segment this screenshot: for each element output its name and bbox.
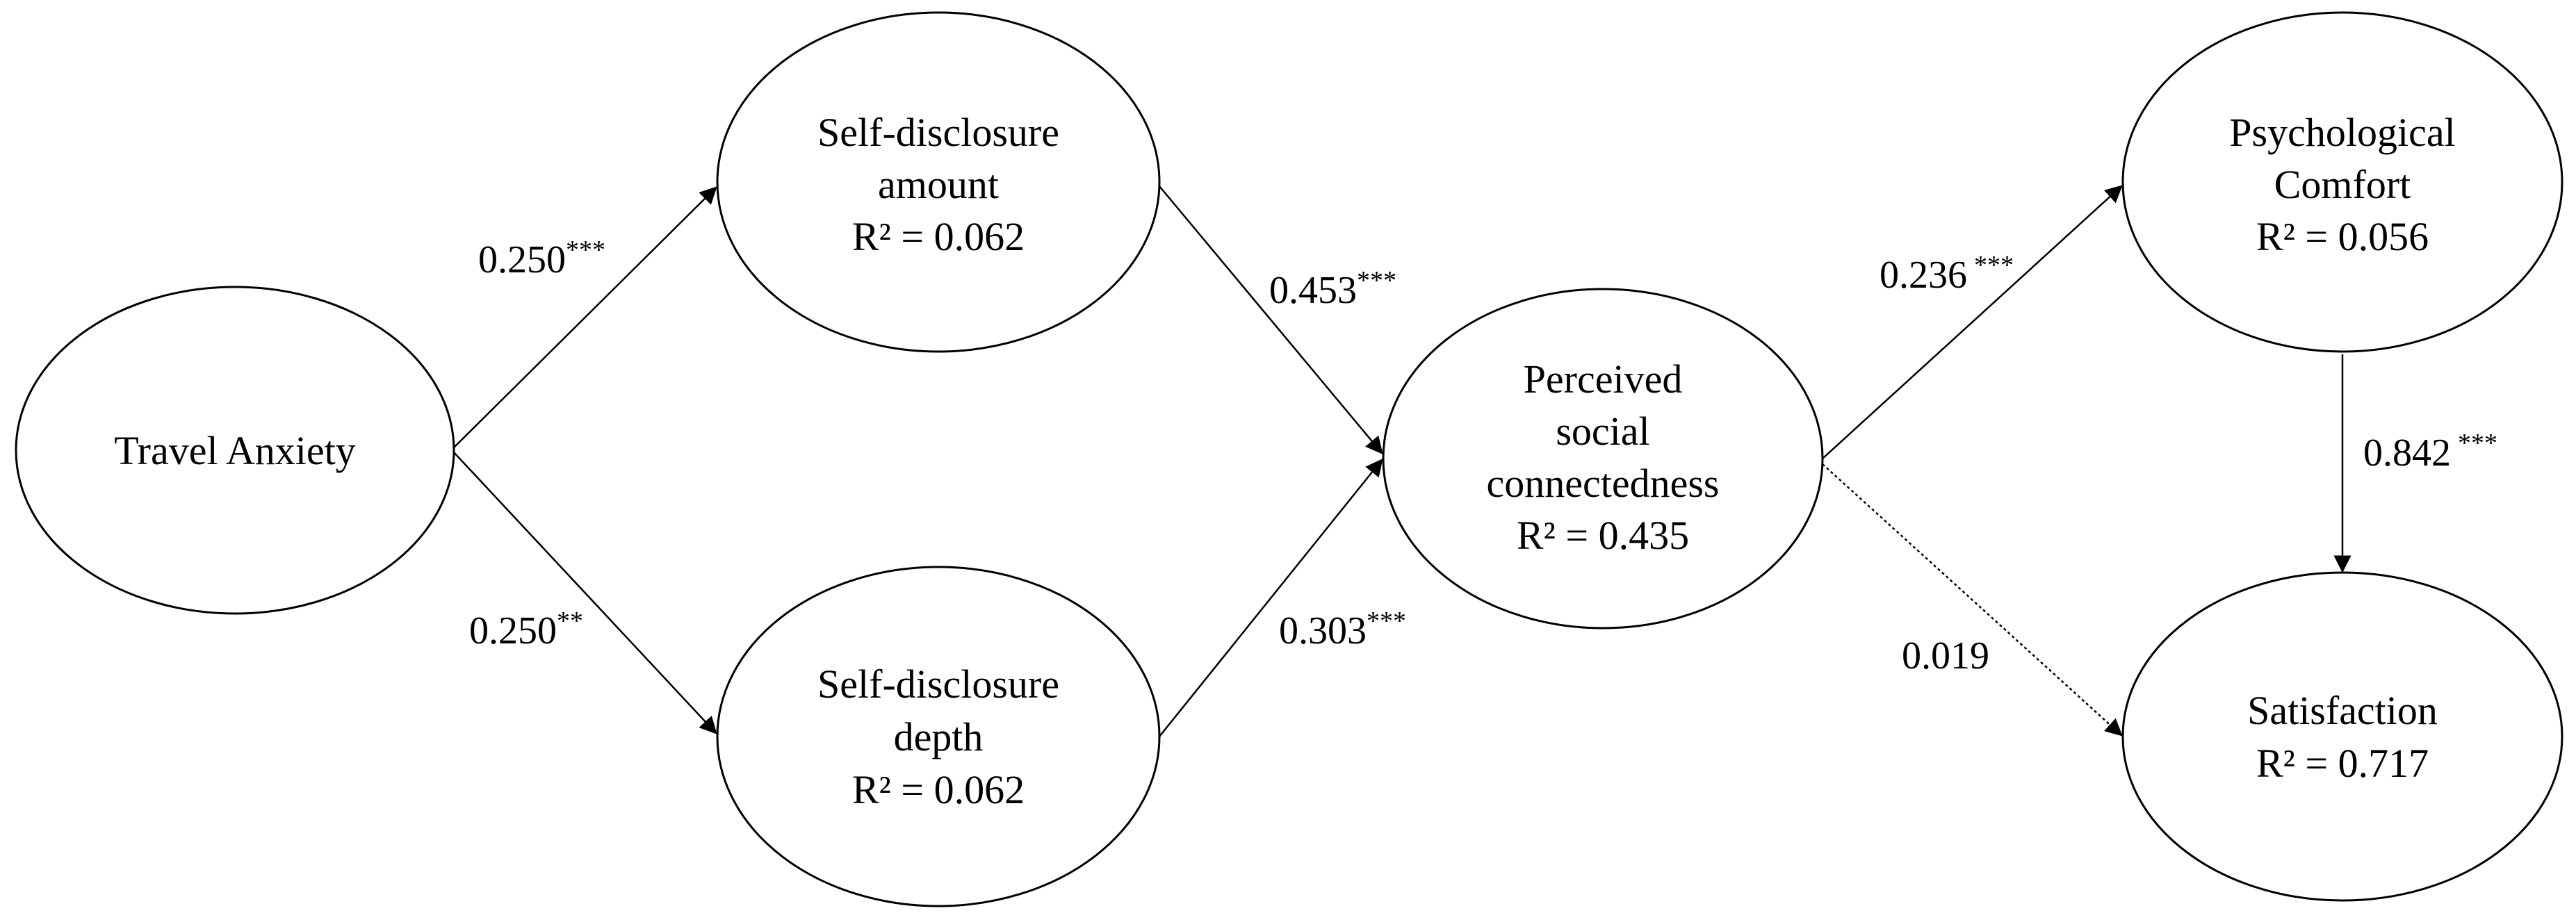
node-comfort-line1: Psychological (2229, 110, 2455, 155)
node-psychological-comfort: Psychological Comfort R² = 0.056 (2121, 11, 2563, 353)
arrow-psc-to-satisfaction (1822, 463, 2123, 737)
sig-comfort-to-satisfaction: *** (2458, 429, 2497, 458)
arrow-psc-to-comfort (1822, 185, 2123, 459)
node-psc-line2: social (1556, 409, 1649, 454)
coef-comfort-to-satisfaction: 0.842*** (2363, 429, 2497, 475)
node-sd-amount-line1: Self-disclosure (817, 110, 1059, 155)
node-travel-anxiety: Travel Anxiety (15, 286, 455, 615)
sig-amount-to-psc: *** (1357, 266, 1396, 295)
node-sd-depth-line1: Self-disclosure (817, 661, 1059, 707)
node-sd-depth-r2: R² = 0.062 (852, 767, 1025, 812)
arrow-travel-anxiety-to-sd-depth (453, 451, 717, 734)
sig-ta-to-amount: *** (566, 236, 605, 265)
coef-psc-to-comfort: 0.236*** (1880, 251, 2014, 297)
node-psc-line3: connectedness (1487, 461, 1720, 506)
node-satisfaction: Satisfaction R² = 0.717 (2121, 571, 2563, 902)
arrow-sd-amount-to-psc (1159, 186, 1383, 454)
coef-amount-to-psc: 0.453*** (1269, 266, 1396, 312)
node-perceived-social-connectedness: Perceived social connectedness R² = 0.43… (1382, 288, 1824, 630)
node-sd-amount-r2: R² = 0.062 (852, 214, 1025, 259)
sig-psc-to-comfort: *** (1974, 251, 2014, 280)
node-comfort-line2: Comfort (2274, 162, 2411, 207)
arrow-sd-depth-to-psc (1159, 459, 1383, 737)
sig-depth-to-psc: *** (1367, 607, 1406, 636)
node-psc-r2: R² = 0.435 (1517, 513, 1689, 558)
node-psc-line1: Perceived (1524, 356, 1683, 402)
node-comfort-r2: R² = 0.056 (2256, 214, 2429, 259)
node-sd-depth: Self-disclosure depth R² = 0.062 (716, 566, 1161, 907)
node-sd-depth-line2: depth (894, 714, 984, 759)
coef-ta-to-depth: 0.250** (469, 607, 583, 652)
coef-psc-to-satisfaction: 0.019 (1902, 634, 1989, 677)
node-sd-amount-line2: amount (878, 162, 999, 207)
node-satisfaction-r2: R² = 0.717 (2256, 741, 2429, 786)
coef-depth-to-psc: 0.303*** (1279, 607, 1406, 652)
node-sd-amount: Self-disclosure amount R² = 0.062 (716, 11, 1161, 353)
node-satisfaction-label: Satisfaction (2247, 688, 2438, 733)
sig-ta-to-depth: ** (557, 607, 583, 636)
arrow-travel-anxiety-to-sd-amount (453, 186, 717, 449)
coef-ta-to-amount: 0.250*** (478, 236, 605, 281)
node-travel-anxiety-label: Travel Anxiety (114, 428, 355, 473)
